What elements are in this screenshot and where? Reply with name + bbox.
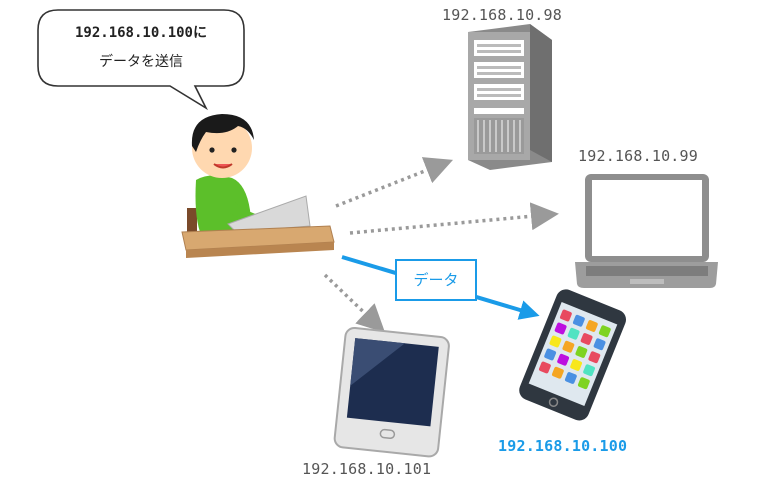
smartphone-icon [519,289,627,421]
laptop-icon [575,174,718,288]
laptop-ip-label: 192.168.10.99 [578,147,698,165]
arrow-to-laptop [349,202,559,235]
server-ip-label: 192.168.10.98 [442,6,562,24]
bubble-line-2: データを送信 [99,54,183,70]
person-at-desk-icon [181,114,335,258]
arrow-to-server [335,157,454,208]
speech-bubble [37,9,245,111]
speech-bubble-text: 192.168.10.100に データを送信 [38,9,244,85]
smartphone-ip-label: 192.168.10.100 [498,437,628,455]
tablet-ip-label: 192.168.10.101 [302,460,432,478]
server-icon [468,24,552,170]
bubble-line-1: 192.168.10.100に [74,25,207,41]
data-packet-label: データ [395,259,477,301]
tablet-icon [333,326,450,458]
arrow-to-tablet [323,273,386,333]
